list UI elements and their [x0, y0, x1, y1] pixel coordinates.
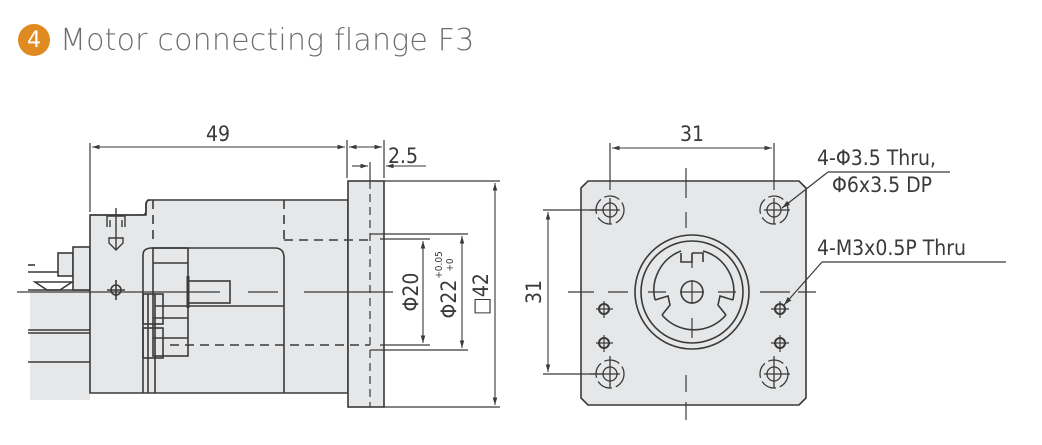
counterbore-hole-top-right — [759, 195, 790, 225]
front-view — [543, 143, 1006, 420]
flange-plate — [347, 180, 385, 408]
callout-counterbore-line1: 4-Φ3.5 Thru, — [817, 146, 936, 170]
section-title-text: Motor connecting flange F3 — [60, 22, 475, 58]
dim-flange-thickness: 2.5 — [388, 144, 418, 168]
dim-hole-pitch-vertical: 31 — [522, 280, 546, 304]
motor-chamfer — [32, 281, 75, 291]
callout-counterbore-line2: Φ6x3.5 DP — [832, 173, 932, 197]
counterbore-hole-bottom-right — [759, 356, 790, 389]
flange-face — [580, 180, 807, 406]
dim-bore-tol-lower: +0 — [445, 258, 456, 272]
side-view — [17, 140, 500, 408]
motor-body-stub — [30, 290, 90, 400]
section-number-badge: 4 — [18, 24, 50, 56]
side-view-labels: 49 2.5 Φ20 Φ22 +0.05 +0 □42 — [206, 122, 493, 318]
callout-tapped-holes: 4-M3x0.5P Thru — [817, 236, 966, 260]
center-bore — [634, 234, 750, 350]
tapped-hole-symbol — [106, 208, 126, 251]
dim-bore-dia: Φ22 — [437, 280, 461, 319]
adapter-body — [89, 199, 349, 394]
alignment-hole-symbol — [107, 280, 125, 300]
front-view-labels: 31 31 4-Φ3.5 Thru, Φ6x3.5 DP 4-M3x0.5P T… — [522, 122, 966, 304]
section-title: 4 Motor connecting flange F3 — [18, 18, 475, 62]
dim-bore-tol-upper: +0.05 — [434, 251, 445, 279]
dim-hole-pitch-horizontal: 31 — [680, 122, 704, 146]
tapped-holes — [596, 301, 789, 352]
dim-pilot-dia: Φ20 — [399, 273, 423, 312]
dim-flange-square: □42 — [469, 273, 493, 315]
dim-length-49: 49 — [206, 122, 230, 146]
motor-connector — [57, 252, 74, 277]
